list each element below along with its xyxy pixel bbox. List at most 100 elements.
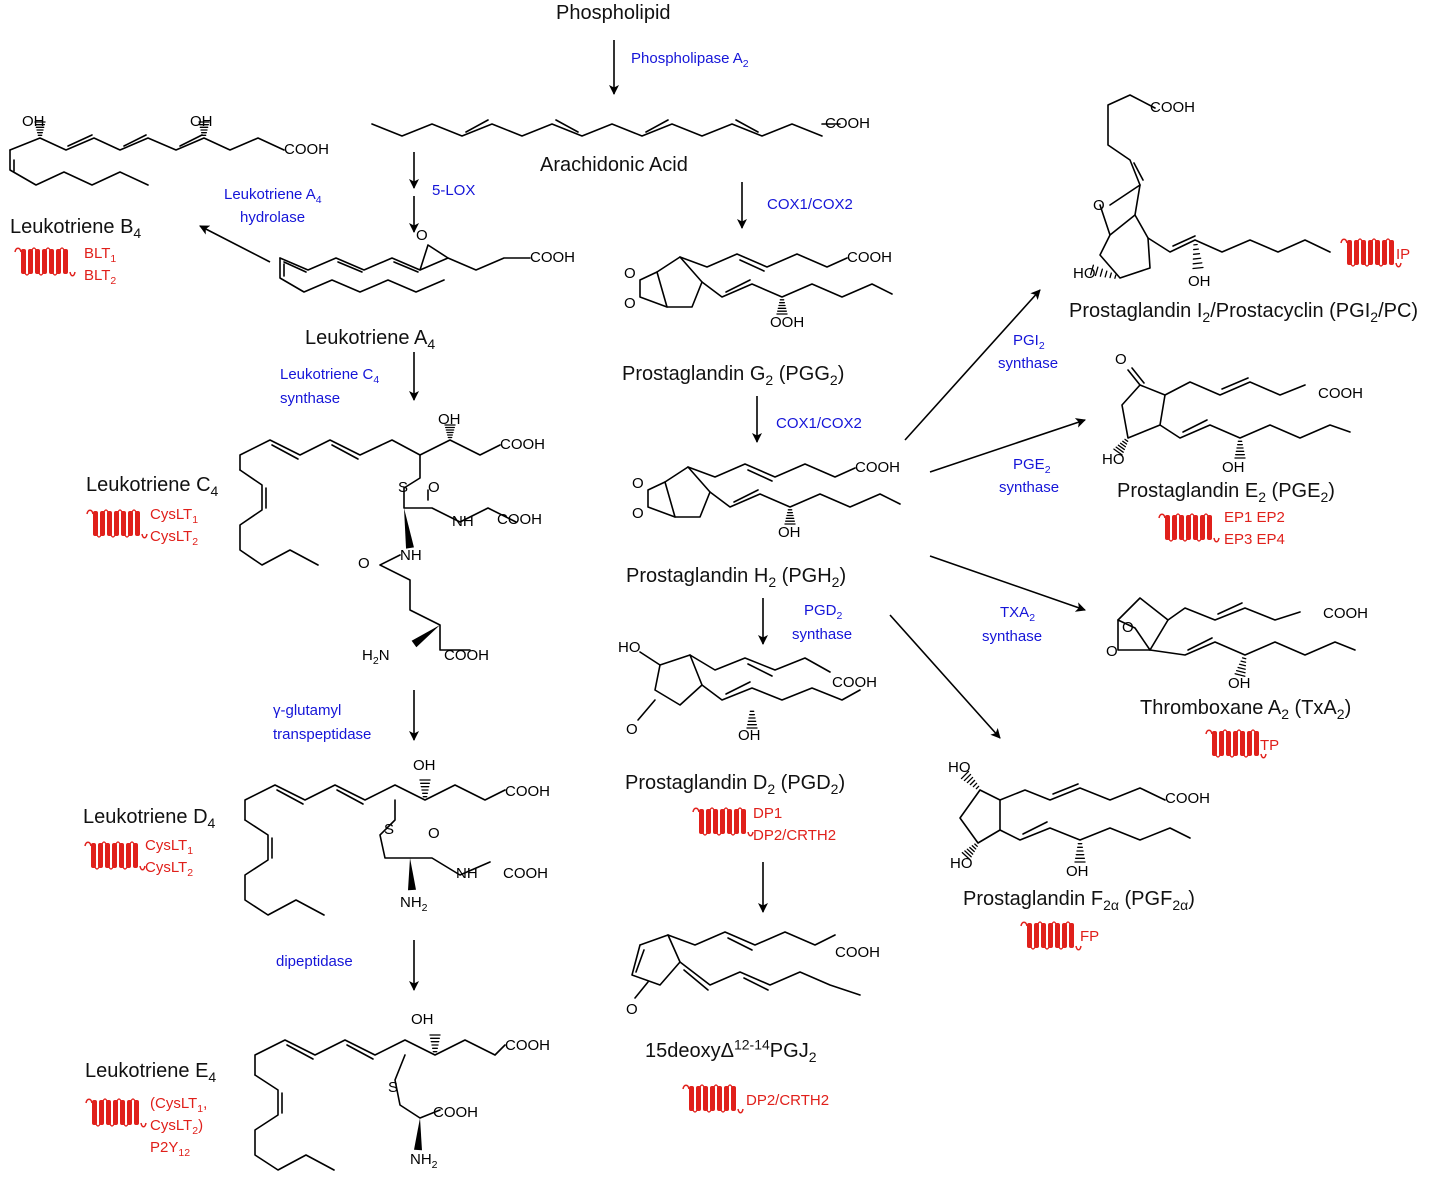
receptor-lte4-line: (CysLT1, xyxy=(150,1095,208,1115)
pgh2-alpha-chain xyxy=(687,463,856,478)
pgj2-o-label: O xyxy=(626,1001,638,1018)
pgh2-o-label: O xyxy=(632,505,644,522)
receptor-loop xyxy=(716,832,722,836)
helix-segment xyxy=(21,249,26,274)
pgh2-omega-chain xyxy=(709,491,901,508)
hash-line xyxy=(1122,440,1128,445)
pgi2-cooh-label: COOH xyxy=(1150,99,1195,116)
double-bond xyxy=(1133,162,1144,181)
hashed-bond xyxy=(444,424,456,439)
helix-segment xyxy=(1207,515,1212,540)
pgd2-oh-label: OH xyxy=(738,727,761,744)
hashed-bond xyxy=(419,779,431,798)
pgh2-bridge xyxy=(647,481,676,518)
ltc4-cooh-label: COOH xyxy=(500,436,545,453)
helix-segment xyxy=(93,511,98,536)
helix-segment xyxy=(1055,923,1060,948)
receptor-loop xyxy=(699,1084,705,1088)
helix-segment xyxy=(107,511,112,536)
pgi2-omega-chain xyxy=(1147,237,1331,253)
double-bond xyxy=(683,969,709,991)
receptor-loop xyxy=(1037,921,1043,925)
pgd2-o-label: O xyxy=(626,721,638,738)
helix-segment xyxy=(1062,923,1067,948)
hash-line xyxy=(975,785,980,790)
hash-line xyxy=(1113,448,1123,456)
wedge-bond xyxy=(408,858,416,891)
helix-segment xyxy=(710,1086,715,1111)
helix-segment xyxy=(42,249,47,274)
enzyme-txa2-synthase: synthase xyxy=(982,628,1043,645)
pgj2-alpha-chain xyxy=(667,931,836,946)
lte4-cooh-label: COOH xyxy=(505,1037,550,1054)
receptor-ltb4-line: BLT2 xyxy=(84,266,117,287)
receptor-loop xyxy=(1385,238,1391,242)
enzyme-ltc4-synthase: synthase xyxy=(280,390,341,407)
receptor-c-terminus xyxy=(737,1108,744,1114)
pgf2a-ring xyxy=(959,789,1001,844)
pgf2a-label: Prostaglandin F2α (PGF2α) xyxy=(963,888,1195,913)
helix-segment xyxy=(727,809,732,834)
double-bond xyxy=(1022,821,1048,835)
gpcr-receptor-icon xyxy=(14,247,76,277)
cooh-label: COOH xyxy=(825,115,870,132)
pgf2a-omega-chain xyxy=(999,827,1191,841)
helix-segment xyxy=(1212,731,1217,756)
helix-segment xyxy=(703,1086,708,1111)
receptor-pge2-line: EP3 EP4 xyxy=(1224,530,1285,548)
hash-line xyxy=(1235,669,1246,674)
enzyme-5-lox: 5-LOX xyxy=(432,182,476,199)
helix-segment xyxy=(105,843,110,868)
helix-segment xyxy=(696,1086,701,1111)
ltb4-chain-top xyxy=(9,137,285,151)
receptor-lte4-line: CysLT2) xyxy=(150,1116,204,1137)
receptor-loop xyxy=(709,807,715,811)
txa2-oh-label: OH xyxy=(1228,675,1251,692)
receptor-lte4: (CysLT1,CysLT2)P2Y12 xyxy=(150,1093,207,1158)
enzyme-gamma-glutamyl-transpeptidase: γ-glutamyl xyxy=(273,702,342,719)
pgg2-label: Prostaglandin G2 (PGG2) xyxy=(622,363,845,388)
double-bond xyxy=(743,977,769,991)
double-bond xyxy=(635,949,645,973)
hash-line xyxy=(1237,666,1246,670)
arrow-lta4-hydrolase xyxy=(199,225,271,263)
hash-line xyxy=(1114,274,1117,279)
helix-segment xyxy=(1041,923,1046,948)
txa2-o-label: O xyxy=(1122,619,1134,636)
enzyme-pge2-synthase: synthase xyxy=(999,479,1060,496)
double-bond xyxy=(276,789,304,805)
hashed-bond xyxy=(1234,440,1246,459)
hash-line xyxy=(1109,272,1112,279)
bond-chain xyxy=(634,981,649,999)
helix-segment xyxy=(1226,731,1231,756)
helix-segment xyxy=(106,1100,111,1125)
hashed-bond xyxy=(1234,657,1247,677)
double-bond xyxy=(555,119,579,133)
pge2-o-label: O xyxy=(1115,351,1127,368)
arrow-pge2-synthase xyxy=(929,418,1086,473)
pgh2-label: Prostaglandin H2 (PGH2) xyxy=(626,565,847,590)
pge2-ring xyxy=(1121,384,1166,439)
receptor-loop xyxy=(124,534,130,538)
helix-segment xyxy=(99,1100,104,1125)
receptor-loop xyxy=(1222,729,1228,733)
txa2-o-label: O xyxy=(1106,643,1118,660)
double-bond xyxy=(465,119,489,133)
lte4-tail xyxy=(254,1074,335,1171)
hashed-bond xyxy=(429,1034,441,1053)
ltc4-o-label: O xyxy=(428,479,440,496)
ltb4-oh-label: OH xyxy=(190,113,213,130)
double-bond xyxy=(1221,377,1249,390)
receptor-c-terminus xyxy=(1395,262,1402,268)
receptor-pgd2-line: DP1 xyxy=(753,805,783,822)
receptor-loop xyxy=(117,509,123,513)
receptor-loop xyxy=(129,841,135,845)
receptor-loop xyxy=(59,247,65,251)
helix-segment xyxy=(63,249,68,274)
hash-line xyxy=(1094,266,1099,277)
epoxide-o-label: O xyxy=(416,227,428,244)
receptor-pge2-line: EP1 EP2 xyxy=(1224,509,1285,526)
pgd2-omega-chain xyxy=(701,684,861,701)
